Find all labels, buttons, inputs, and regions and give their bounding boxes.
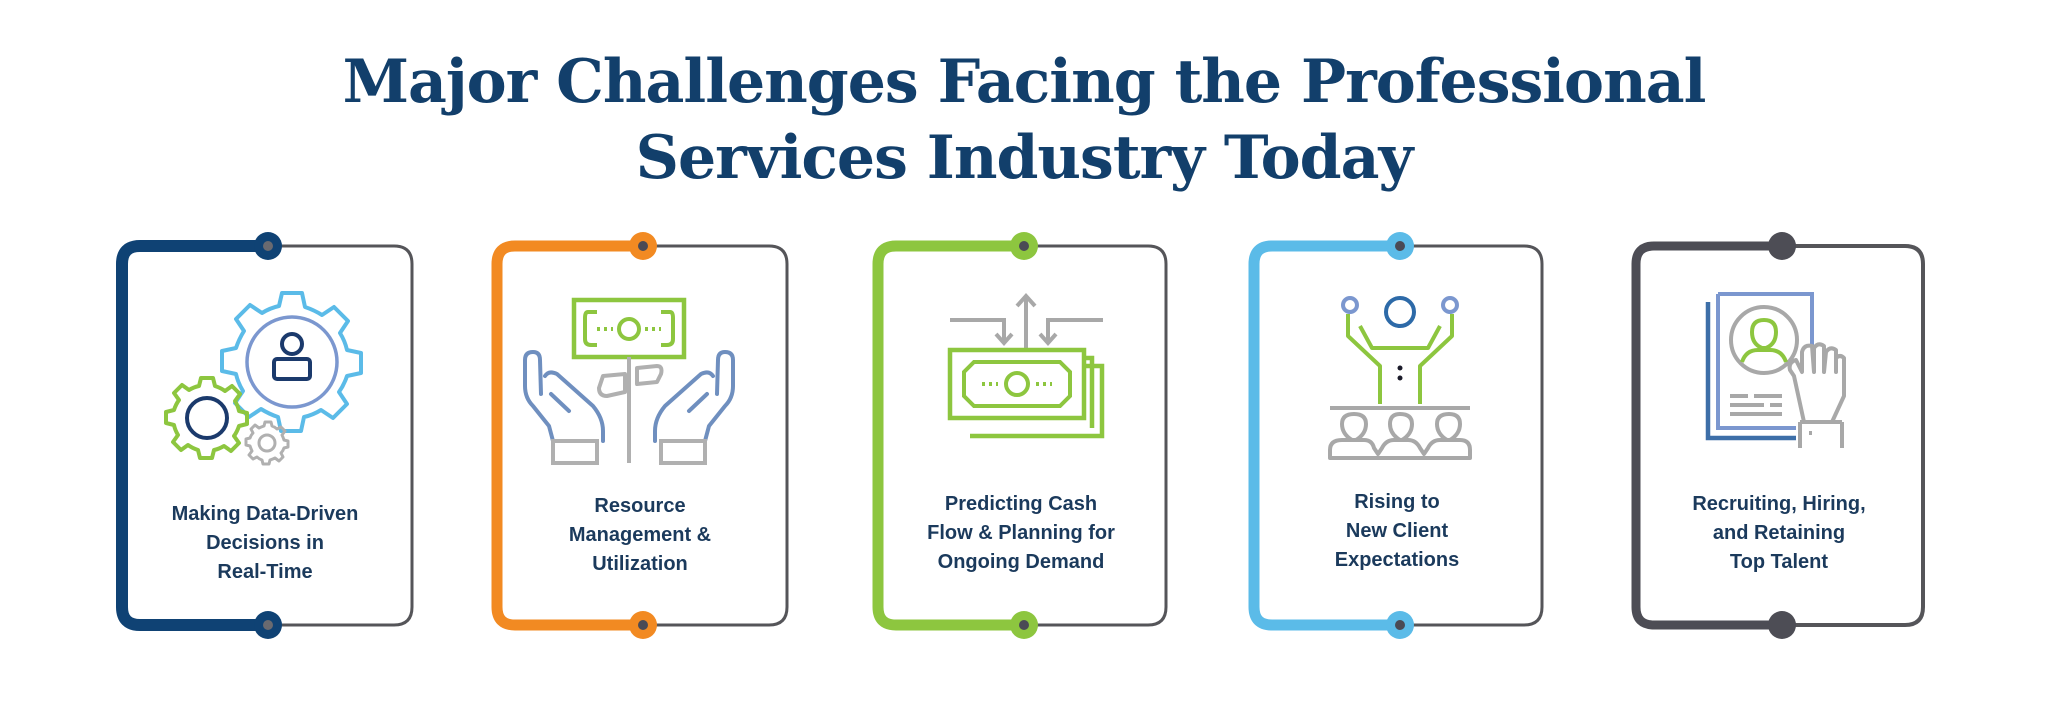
resume-search-icon [1705, 292, 1846, 448]
challenge-card-top-talent: Recruiting, Hiring, and Retaining Top Ta… [1624, 226, 1934, 646]
card-frame [1631, 232, 1925, 639]
card-frame [872, 232, 1168, 639]
card-label: Rising to New Client Expectations [1334, 491, 1460, 571]
card-frame [1248, 232, 1544, 639]
page-title: Major Challenges Facing the Professional… [0, 44, 2048, 196]
card-label: Predicting Cash Flow & Planning for Ongo… [927, 493, 1115, 573]
challenge-card-cash-flow: Predicting Cash Flow & Planning for Ongo… [866, 226, 1176, 646]
card-frame [491, 232, 789, 639]
frame-dot-top [1768, 232, 1796, 260]
frame-dot-bottom [1768, 611, 1796, 639]
challenge-card-resource-management: Resource Management & Utilization [485, 226, 795, 646]
title-line-2: Services Industry Today [635, 123, 1414, 193]
challenge-card-client-expectations: Rising to New Client Expectations [1242, 226, 1552, 646]
hands-money-icon [523, 297, 735, 465]
card-label: Recruiting, Hiring, and Retaining Top Ta… [1692, 493, 1866, 573]
card-label: Making Data-Driven Decisions in Real-Tim… [171, 503, 359, 583]
challenge-card-data-driven-decisions: Making Data-Driven Decisions in Real-Tim… [110, 226, 420, 646]
card-label: Resource Management & Utilization [568, 495, 712, 575]
presenter-audience-icon [1328, 296, 1472, 460]
gears-person-icon [164, 291, 363, 466]
card-frame [116, 232, 414, 639]
title-line-1: Major Challenges Facing the Professional [342, 47, 1707, 117]
cash-flow-icon [947, 293, 1105, 439]
